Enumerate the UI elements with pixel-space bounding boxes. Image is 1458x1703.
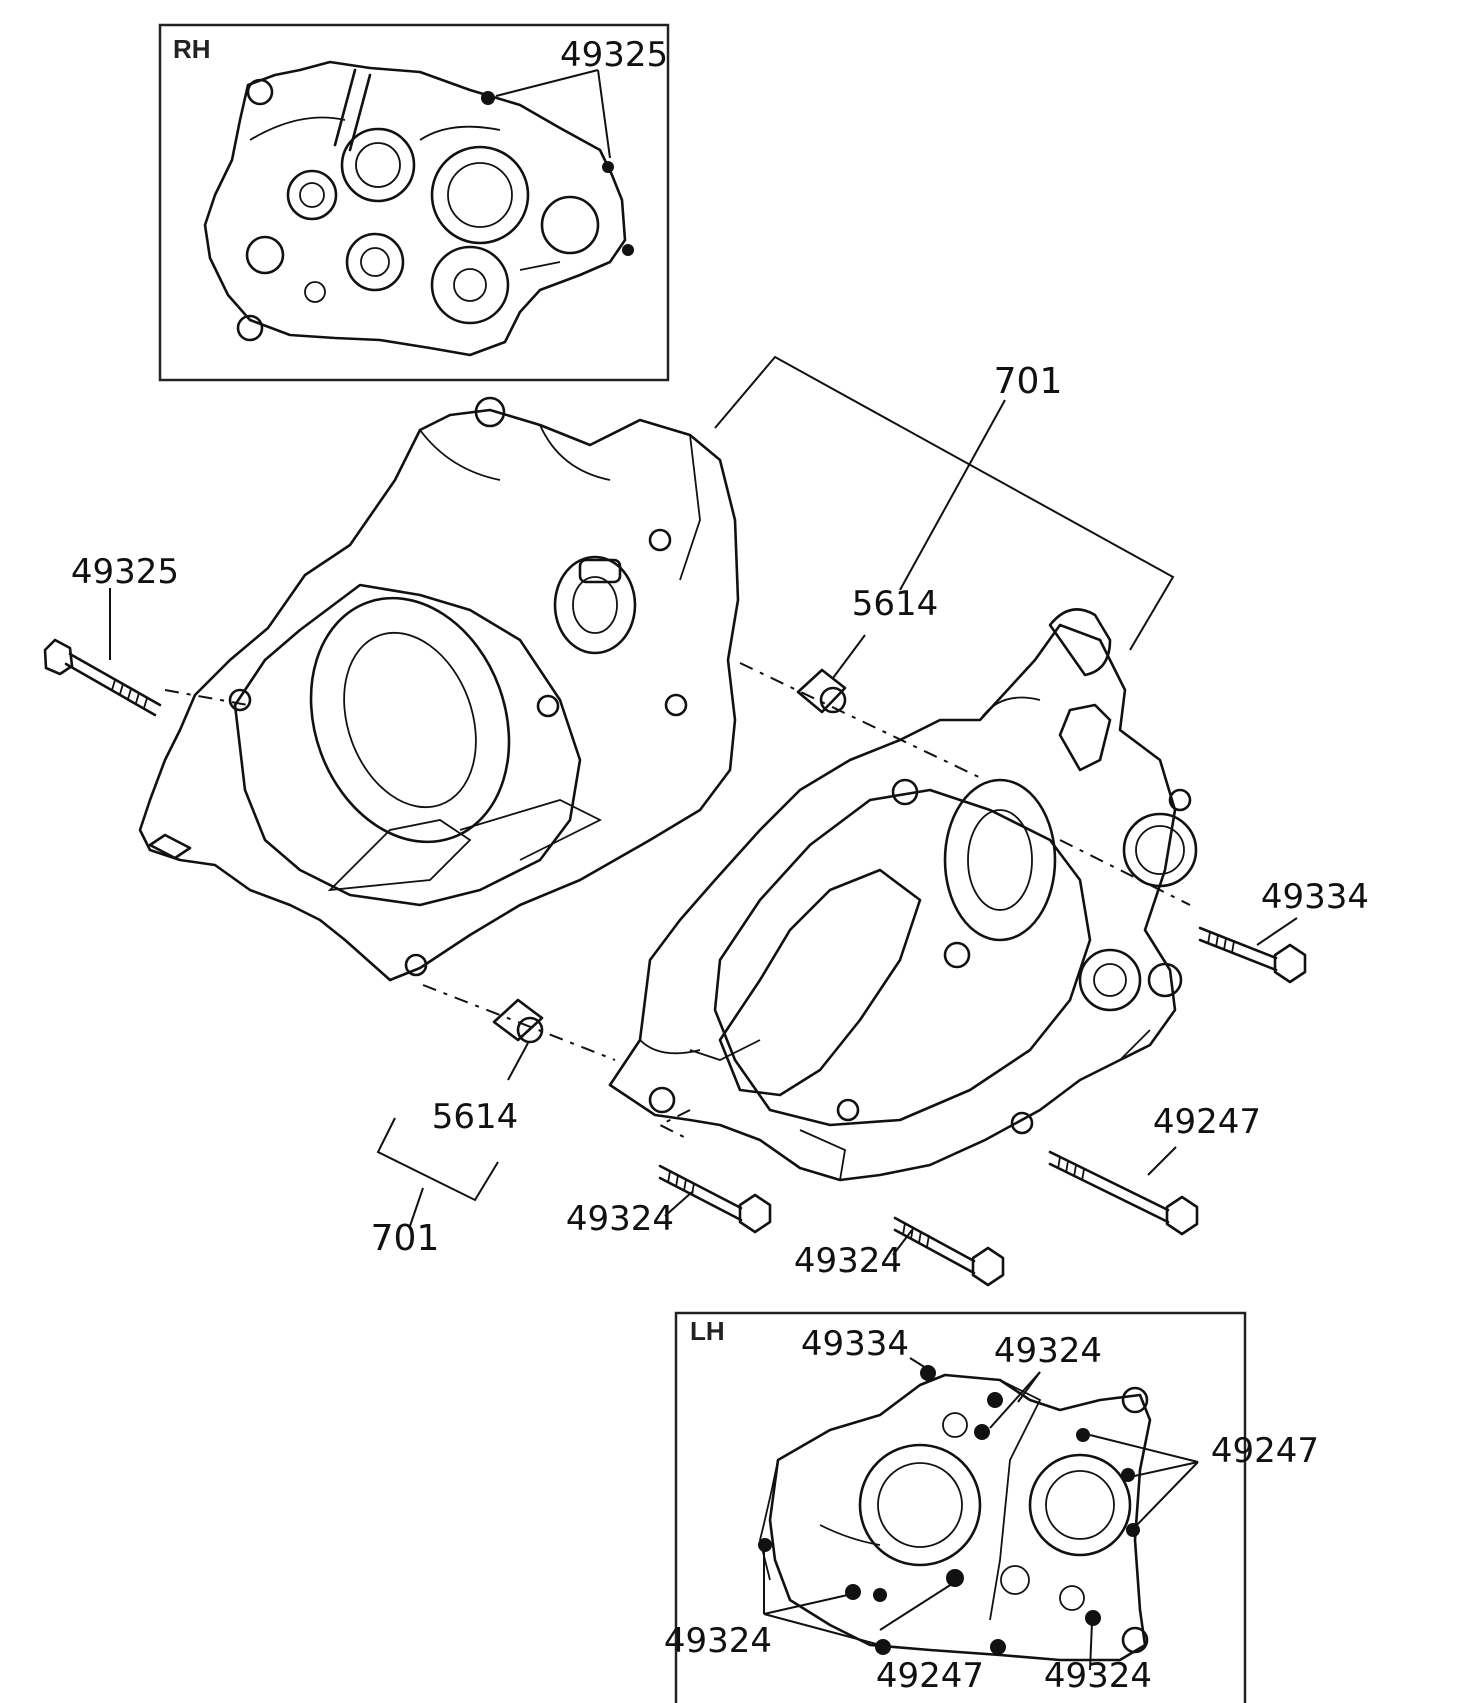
crankcase-half-left — [608, 608, 1198, 1182]
leader-49324-b — [892, 1229, 913, 1256]
bolt-49324-b — [893, 1216, 1005, 1287]
lh-callout-49247-right: 49247 — [1211, 1431, 1319, 1471]
lh-callout-49334: 49334 — [801, 1324, 909, 1364]
crankcase-half-right — [138, 396, 740, 982]
lh-inset: LH — [664, 1311, 1319, 1703]
alignment-line-upper — [739, 662, 986, 781]
callout-49324-a: 49324 — [566, 1199, 674, 1239]
callout-49325-main: 49325 — [71, 552, 179, 592]
leader-5614-upper — [832, 634, 866, 679]
callout-701-top: 701 — [994, 361, 1063, 402]
callout-5614-lower: 5614 — [432, 1097, 519, 1137]
leader-701-top — [899, 399, 1006, 591]
alignment-line-lower — [422, 984, 616, 1061]
leader-5614-lower — [507, 1042, 529, 1081]
rh-crankcase-half-drawing — [203, 60, 634, 357]
bracket-701-bottom — [376, 1117, 499, 1202]
callout-49324-b: 49324 — [794, 1241, 902, 1281]
alignment-line-bolt-rear — [1059, 839, 1191, 906]
callout-5614-upper: 5614 — [852, 584, 939, 624]
rh-inset: RH 49325 — [158, 23, 670, 382]
lh-callout-49324-bottom: 49324 — [1044, 1656, 1152, 1696]
bolt-49334 — [1198, 926, 1307, 984]
lh-callout-49324-left: 49324 — [664, 1621, 772, 1661]
callout-49247-main: 49247 — [1153, 1102, 1261, 1142]
dowel-pin-lower — [492, 998, 544, 1044]
lh-callout-49324-top: 49324 — [994, 1331, 1102, 1371]
callout-701-bottom: 701 — [371, 1218, 440, 1259]
leader-701-bottom — [409, 1187, 424, 1227]
lh-inset-title: LH — [690, 1316, 725, 1346]
bracket-701-top — [714, 355, 1175, 651]
leader-49324-a — [664, 1191, 693, 1217]
lh-inset-frame — [674, 1311, 1247, 1703]
rh-inset-title: RH — [173, 34, 211, 64]
callout-49334-main: 49334 — [1261, 877, 1369, 917]
leader-49247-main — [1147, 1146, 1177, 1176]
lh-crankcase-half-drawing — [758, 1365, 1152, 1662]
rh-inset-callout-49325: 49325 — [560, 35, 668, 75]
bolt-49325 — [43, 638, 162, 717]
alignment-line-bolt-rh — [164, 689, 249, 706]
rh-inset-frame — [158, 23, 670, 382]
bolt-49247-main — [1048, 1150, 1199, 1236]
dowel-pin-upper — [796, 668, 847, 714]
alignment-line-bottom — [657, 1109, 691, 1141]
leader-49334-main — [1256, 917, 1298, 946]
lh-callout-49247-bottom: 49247 — [876, 1656, 984, 1696]
bolt-49324-a — [658, 1164, 772, 1234]
